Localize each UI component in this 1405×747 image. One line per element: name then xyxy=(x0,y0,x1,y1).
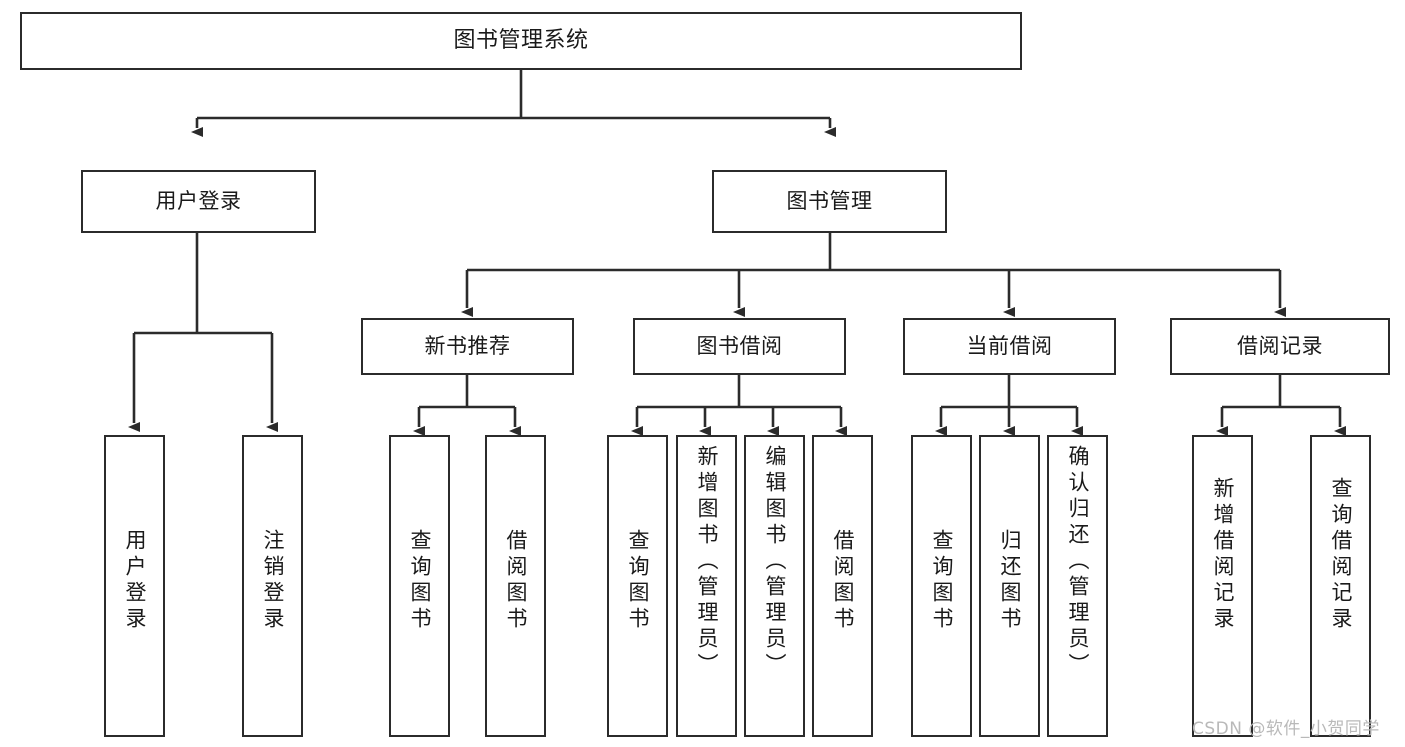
leaf-borrow-query-book-label: 查询图书 xyxy=(626,529,650,633)
leaf-user-login-signout-label: 注销登录 xyxy=(261,529,285,633)
node-book-management-label: 图书管理 xyxy=(786,189,873,214)
leaf-current-return-book[interactable]: 归还图书 xyxy=(979,435,1040,737)
leaf-record-add[interactable]: 新增借阅记录 xyxy=(1192,435,1253,737)
leaf-user-login-signout[interactable]: 注销登录 xyxy=(242,435,303,737)
leaf-borrow-add-book[interactable]: 新增图书（管理员） xyxy=(676,435,737,737)
leaf-current-confirm-return-label: 确认归还（管理员） xyxy=(1066,445,1090,679)
node-book-borrow-label: 图书借阅 xyxy=(696,334,783,359)
node-borrow-record[interactable]: 借阅记录 xyxy=(1170,318,1390,375)
leaf-user-login-signin-label: 用户登录 xyxy=(123,529,147,633)
node-current-borrow-label: 当前借阅 xyxy=(966,334,1053,359)
leaf-borrow-borrow-book-label: 借阅图书 xyxy=(831,529,855,633)
leaf-new-book-query[interactable]: 查询图书 xyxy=(389,435,450,737)
leaf-record-query[interactable]: 查询借阅记录 xyxy=(1310,435,1371,737)
leaf-current-query-book-label: 查询图书 xyxy=(930,529,954,633)
leaf-record-query-label: 查询借阅记录 xyxy=(1329,477,1353,633)
node-borrow-record-label: 借阅记录 xyxy=(1237,334,1323,359)
csdn-watermark: CSDN @软件_小贺同学 xyxy=(1192,719,1380,739)
leaf-new-book-borrow[interactable]: 借阅图书 xyxy=(485,435,546,737)
leaf-borrow-add-book-label: 新增图书（管理员） xyxy=(695,445,719,679)
node-root-book-management-system[interactable]: 图书管理系统 xyxy=(20,12,1022,70)
leaf-new-book-borrow-label: 借阅图书 xyxy=(504,529,528,633)
leaf-borrow-edit-book-label: 编辑图书（管理员） xyxy=(763,445,787,679)
leaf-borrow-edit-book[interactable]: 编辑图书（管理员） xyxy=(744,435,805,737)
leaf-current-query-book[interactable]: 查询图书 xyxy=(911,435,972,737)
node-book-borrow[interactable]: 图书借阅 xyxy=(633,318,846,375)
node-new-book-recommend[interactable]: 新书推荐 xyxy=(361,318,574,375)
leaf-current-return-book-label: 归还图书 xyxy=(998,529,1022,633)
leaf-new-book-query-label: 查询图书 xyxy=(408,529,432,633)
node-new-book-recommend-label: 新书推荐 xyxy=(424,334,511,359)
node-current-borrow[interactable]: 当前借阅 xyxy=(903,318,1116,375)
node-book-management[interactable]: 图书管理 xyxy=(712,170,947,233)
leaf-borrow-borrow-book[interactable]: 借阅图书 xyxy=(812,435,873,737)
leaf-user-login-signin[interactable]: 用户登录 xyxy=(104,435,165,737)
leaf-record-add-label: 新增借阅记录 xyxy=(1211,477,1235,633)
leaf-borrow-query-book[interactable]: 查询图书 xyxy=(607,435,668,737)
node-user-login-label: 用户登录 xyxy=(155,189,242,214)
leaf-current-confirm-return[interactable]: 确认归还（管理员） xyxy=(1047,435,1108,737)
node-root-label: 图书管理系统 xyxy=(453,28,589,54)
node-user-login[interactable]: 用户登录 xyxy=(81,170,316,233)
